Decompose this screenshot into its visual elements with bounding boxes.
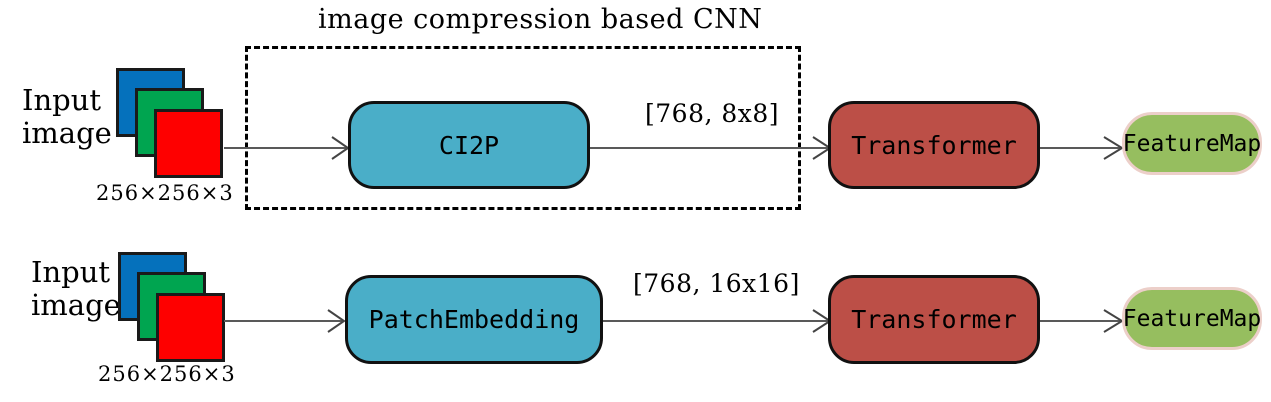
arrow-input-to-patchembedding-row2 [224, 309, 346, 333]
transformer-label-row2: Transformer [851, 305, 1017, 334]
input-label-line1: Input [31, 255, 111, 289]
output-featuremap-row2[interactable]: FeatureMap [1122, 287, 1262, 350]
arrow-transformer-to-featuremap-row2 [1040, 309, 1124, 333]
process-box-ci2p-label: CI2P [438, 130, 500, 160]
image-plane-red [156, 293, 225, 362]
input-image-stack-row2 [118, 252, 248, 370]
page-title: image compression based CNN [318, 4, 763, 35]
input-dims-label-row2: 256×256×3 [98, 362, 236, 386]
arrow-ci2p-to-transformer-row1 [590, 136, 832, 160]
input-label-line2: image [31, 288, 121, 322]
arrow-patchembedding-to-transformer-row2 [603, 309, 832, 333]
output-featuremap-row1[interactable]: FeatureMap [1122, 112, 1262, 175]
input-image-stack-row1 [116, 68, 246, 186]
input-label-line2: image [22, 116, 112, 150]
process-box-patchembedding[interactable]: PatchEmbedding [345, 275, 603, 364]
featuremap-label-row2: FeatureMap [1122, 305, 1262, 332]
process-box-transformer-row1[interactable]: Transformer [828, 101, 1040, 189]
tensor-shape-label-row2: [768, 16x16] [633, 269, 800, 298]
cnn-group-boundary [245, 46, 801, 210]
input-dims-label-row1: 256×256×3 [96, 181, 234, 205]
featuremap-label-row1: FeatureMap [1122, 130, 1262, 157]
image-plane-red [154, 109, 223, 178]
input-label-line1: Input [22, 83, 102, 117]
input-image-label-row2: Input image [31, 258, 121, 320]
transformer-label-row1: Transformer [851, 130, 1017, 160]
process-box-transformer-row2[interactable]: Transformer [828, 275, 1040, 364]
process-box-ci2p[interactable]: CI2P [348, 101, 590, 189]
arrow-input-to-ci2p-row1 [224, 136, 350, 160]
process-box-patchembedding-label: PatchEmbedding [368, 305, 580, 334]
input-image-label-row1: Input image [22, 86, 112, 148]
arrow-transformer-to-featuremap-row1 [1040, 136, 1124, 160]
tensor-shape-label-row1: [768, 8x8] [645, 99, 780, 128]
